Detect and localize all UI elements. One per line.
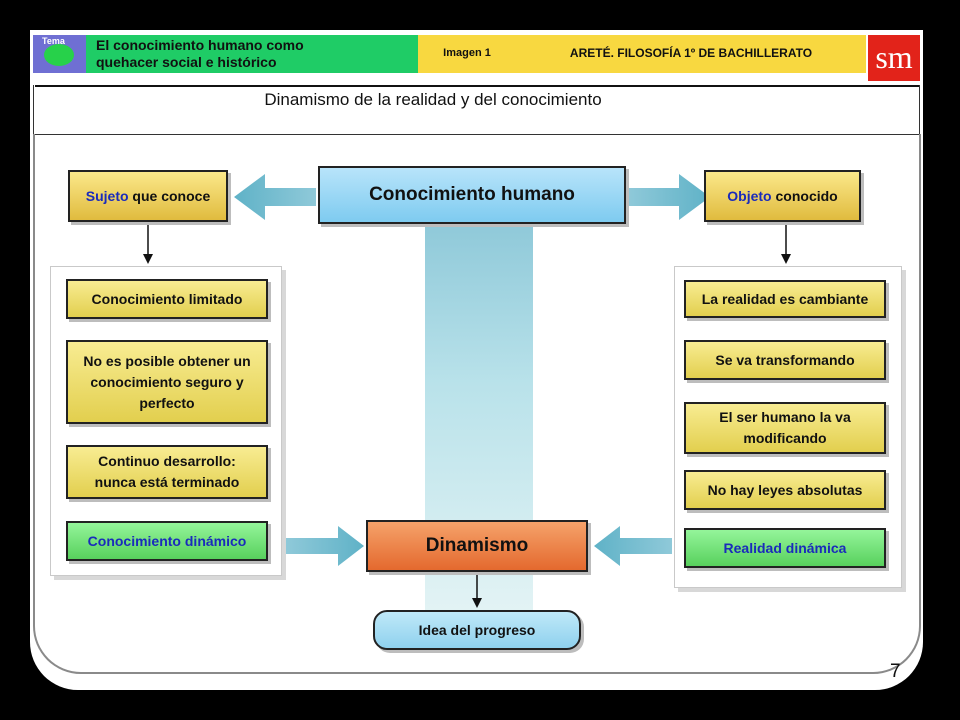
subject-item-3: Continuo desarrollo: nunca está terminad… xyxy=(66,445,268,499)
arrow-to-object xyxy=(628,174,710,220)
unit-title-line1: El conocimiento humano como xyxy=(96,37,304,53)
course-label: ARETÉ. FILOSOFÍA 1º DE BACHILLERATO xyxy=(569,46,813,60)
object-item-4: No hay leyes absolutas xyxy=(684,470,886,510)
page-number: 7 xyxy=(890,661,901,682)
diagram-frame xyxy=(33,134,921,674)
tema-label: Tema xyxy=(42,36,65,46)
center-knowledge-box: Conocimiento humano xyxy=(318,166,626,224)
subject-box: Sujeto que conoce xyxy=(68,170,228,222)
arrow-down-right xyxy=(781,254,791,264)
unit-title: El conocimiento humano como quehacer soc… xyxy=(96,37,416,71)
subject-rest: que conoce xyxy=(128,187,211,204)
unit-title-banner xyxy=(86,35,418,73)
arrow-left-to-core xyxy=(286,526,364,566)
header-divider xyxy=(35,85,920,87)
arrow-to-subject xyxy=(234,174,316,220)
subject-highlight: Sujeto xyxy=(85,187,129,204)
page-title: Dinamismo de la realidad y del conocimie… xyxy=(264,90,602,109)
arrow-right-to-core xyxy=(594,526,672,566)
object-result: Realidad dinámica xyxy=(684,528,886,568)
object-item-1: La realidad es cambiante xyxy=(684,280,886,318)
unit-title-line2: quehacer social e histórico xyxy=(96,54,277,70)
subject-result: Conocimiento dinámico xyxy=(66,521,268,561)
arrow-down-progress xyxy=(472,598,482,608)
publisher-logo-text: sm xyxy=(875,39,913,75)
image-label: Imagen 1 xyxy=(443,47,491,59)
subtitle-divider xyxy=(33,134,920,135)
course-banner: ARETÉ. FILOSOFÍA 1º DE BACHILLERATO xyxy=(516,35,866,73)
subtitle-border-left xyxy=(33,85,34,135)
subject-item-2: No es posible obtener un conocimiento se… xyxy=(66,340,268,424)
object-highlight: Objeto xyxy=(727,187,772,204)
object-rest: conocido xyxy=(771,187,838,204)
progress-idea-box: Idea del progreso xyxy=(373,610,581,650)
dinamismo-box: Dinamismo xyxy=(366,520,588,572)
subject-item-1: Conocimiento limitado xyxy=(66,279,268,319)
tema-dot-icon xyxy=(44,44,74,66)
object-item-2: Se va transformando xyxy=(684,340,886,380)
arrow-down-left xyxy=(143,254,153,264)
image-label-banner: Imagen 1 xyxy=(418,35,516,73)
object-item-3: El ser humano la va modificando xyxy=(684,402,886,454)
publisher-logo: sm xyxy=(868,35,920,81)
object-box: Objeto conocido xyxy=(704,170,861,222)
subtitle-border-right xyxy=(919,85,920,135)
